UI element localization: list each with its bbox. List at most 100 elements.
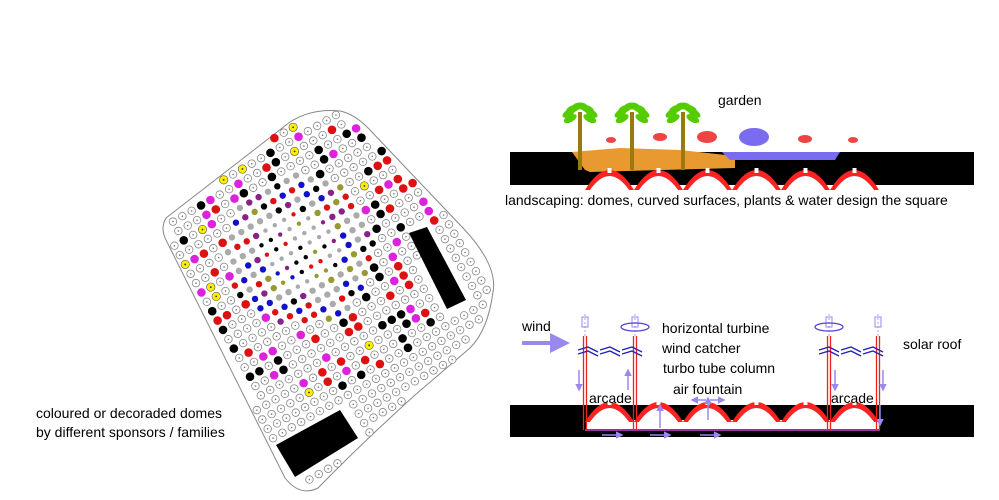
dome-arch [634, 402, 683, 422]
small-dome [348, 289, 355, 297]
dome-center [414, 380, 416, 383]
dome-center [383, 198, 386, 201]
arcade-right-label: arcade [831, 390, 874, 406]
dome-center [417, 191, 419, 194]
dome-center [218, 193, 221, 196]
dome-center [383, 348, 385, 351]
palm-leaf [636, 108, 650, 118]
dome-oculus [852, 400, 857, 405]
small-dome [343, 217, 351, 225]
dome-center [334, 177, 336, 179]
small-dome [264, 188, 272, 195]
dome-center [317, 386, 320, 388]
dome-center [276, 422, 278, 425]
dome-center [385, 309, 388, 312]
small-dome [360, 245, 367, 253]
dome-center [309, 328, 311, 331]
small-dome [263, 228, 268, 233]
dome-center [366, 146, 368, 148]
fountain-blob [848, 137, 858, 143]
dome-center [261, 181, 264, 184]
horizontal-turbine-label: horizontal turbine [662, 320, 770, 336]
decorated-dome [342, 129, 352, 139]
dome-center [253, 361, 255, 363]
dome-center [362, 335, 365, 337]
dome-center [281, 431, 284, 434]
dome-center [454, 257, 457, 259]
dome-center [230, 299, 232, 302]
dome-center [306, 367, 309, 370]
dome-center [436, 354, 439, 357]
small-dome [244, 262, 252, 269]
dome-center [349, 355, 352, 357]
dome-interior [786, 176, 825, 190]
decorated-dome [375, 272, 384, 282]
decorated-dome [218, 325, 228, 335]
dome-center [172, 220, 174, 223]
dome-center [356, 151, 359, 154]
small-dome [308, 264, 314, 269]
decorated-dome [392, 237, 402, 247]
dome-center [324, 332, 326, 335]
dome-arch [683, 402, 732, 422]
dome-center [427, 360, 429, 362]
dome-center [458, 242, 461, 244]
small-dome [246, 199, 253, 206]
dome-center [288, 378, 290, 380]
dome-center [299, 159, 301, 162]
dome-center [251, 337, 254, 339]
building-block-bottom [276, 410, 358, 477]
palm-leaf [625, 102, 639, 110]
small-dome [252, 232, 260, 240]
palm-leaf [687, 108, 701, 118]
dome-center [463, 314, 465, 317]
small-dome [312, 249, 318, 254]
small-dome [266, 212, 273, 220]
small-dome [290, 298, 298, 305]
decorated-dome [321, 353, 331, 362]
dome-center [250, 312, 252, 315]
decorated-dome [279, 365, 288, 375]
small-dome [356, 260, 363, 267]
dome-center [328, 404, 330, 407]
small-dome [255, 280, 263, 288]
dome-center [400, 400, 403, 403]
dome-center [368, 344, 371, 347]
dome-center [334, 351, 337, 353]
dome-center [435, 330, 437, 333]
dome-center [267, 365, 270, 367]
dome-center [338, 162, 340, 165]
small-dome [275, 207, 282, 214]
dome-center [361, 398, 364, 400]
dome-center [201, 228, 204, 231]
decorated-dome [207, 306, 217, 316]
dome-oculus [754, 400, 759, 405]
dome-center [280, 170, 283, 173]
dome-center [322, 395, 325, 398]
decorated-dome [424, 206, 434, 216]
small-dome [288, 187, 296, 194]
dome-center [464, 251, 466, 254]
dome-center [207, 238, 209, 240]
small-dome [327, 189, 335, 196]
dome-center [189, 272, 192, 275]
dome-center [380, 387, 383, 389]
dome-center [417, 365, 420, 368]
decorated-dome [377, 146, 386, 156]
small-dome [314, 273, 319, 279]
small-dome [224, 248, 232, 256]
small-dome [261, 290, 268, 297]
dome-center [340, 123, 343, 126]
dome-center [472, 309, 475, 311]
dome-center [465, 275, 468, 278]
decorated-dome [408, 178, 417, 188]
small-dome [333, 262, 338, 268]
dome-center [330, 366, 333, 368]
dome-center [275, 335, 278, 338]
decorated-dome [229, 344, 239, 353]
decorated-dome [419, 197, 428, 207]
palm-leaf [562, 108, 576, 118]
dome-center [278, 383, 281, 386]
dome-center [368, 431, 371, 434]
dome-center [318, 323, 321, 325]
